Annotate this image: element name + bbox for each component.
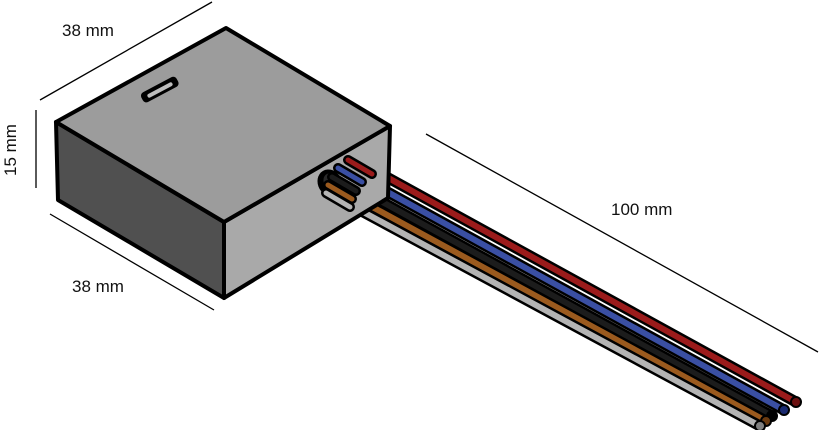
wire-black bbox=[329, 170, 778, 422]
wire-ends bbox=[754, 396, 802, 432]
wire-blue bbox=[336, 161, 790, 416]
cable-bundle bbox=[322, 152, 802, 432]
box-top-face bbox=[54, 26, 392, 224]
wire-red bbox=[346, 152, 802, 408]
dim-label-bottom-depth: 38 mm bbox=[72, 277, 124, 296]
dim-label-height: 15 mm bbox=[1, 124, 20, 176]
dim-line-cable-length bbox=[425, 133, 819, 353]
dim-line-top-width bbox=[39, 1, 213, 101]
wire-roots bbox=[321, 155, 377, 212]
dim-label-cable-length: 100 mm bbox=[611, 200, 672, 219]
wire-brown bbox=[324, 178, 772, 427]
wire-grey bbox=[322, 187, 766, 432]
dim-line-bottom-depth bbox=[49, 213, 215, 311]
dim-label-top-width: 38 mm bbox=[62, 21, 114, 40]
slot-icon bbox=[140, 76, 179, 103]
